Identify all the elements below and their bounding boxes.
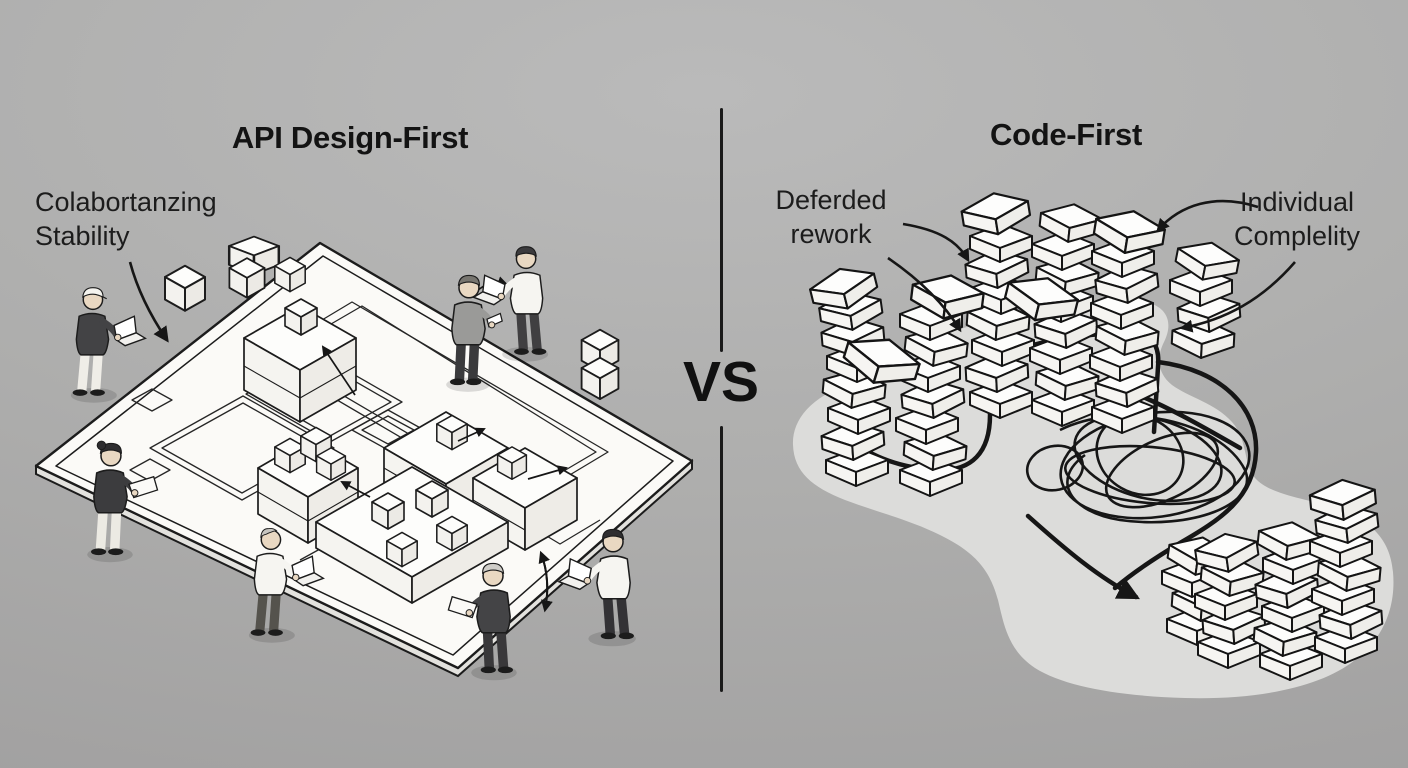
right-annotation-right: Individual Complelity bbox=[1210, 185, 1384, 253]
person-laptop-right bbox=[557, 528, 636, 647]
divider-line-top bbox=[720, 108, 723, 352]
left-panel-title: API Design-First bbox=[231, 120, 469, 155]
left-annotation-line2: Stability bbox=[35, 221, 130, 252]
iso-platform-e bbox=[472, 446, 578, 551]
right-annotation-right-line1: Individual bbox=[1239, 187, 1355, 217]
right-annotation-left: Deferded rework bbox=[756, 183, 906, 251]
right-annotation-right-line2: Complelity bbox=[1233, 221, 1361, 252]
left-annotation-line1: Colabortanzing bbox=[35, 187, 217, 217]
left-scene bbox=[34, 235, 694, 681]
person-clipboard bbox=[447, 562, 517, 681]
person-dark-jacket bbox=[87, 440, 159, 563]
person-gray-sweater bbox=[446, 274, 503, 392]
person-laptop-white-shirt bbox=[472, 246, 549, 362]
right-panel-title: Code-First bbox=[989, 117, 1142, 152]
brick-stack-top-center bbox=[958, 187, 1243, 434]
left-annotation: Colabortanzing Stability bbox=[35, 185, 217, 253]
right-annotation-arrows bbox=[887, 199, 1296, 333]
blueprint-sheet bbox=[34, 241, 694, 678]
right-annotation-left-line1: Deferded bbox=[775, 185, 887, 215]
person-laptop-bald bbox=[248, 527, 325, 643]
left-annotation-arrow bbox=[128, 261, 169, 343]
person-laptop-capped bbox=[70, 287, 147, 403]
right-annotation-left-line2: rework bbox=[790, 219, 872, 250]
divider-line-bottom bbox=[720, 426, 723, 692]
iso-platform-a bbox=[243, 298, 357, 423]
right-scene bbox=[792, 187, 1394, 699]
tangle-scribble bbox=[1025, 410, 1251, 524]
vs-label: VS bbox=[682, 350, 760, 414]
